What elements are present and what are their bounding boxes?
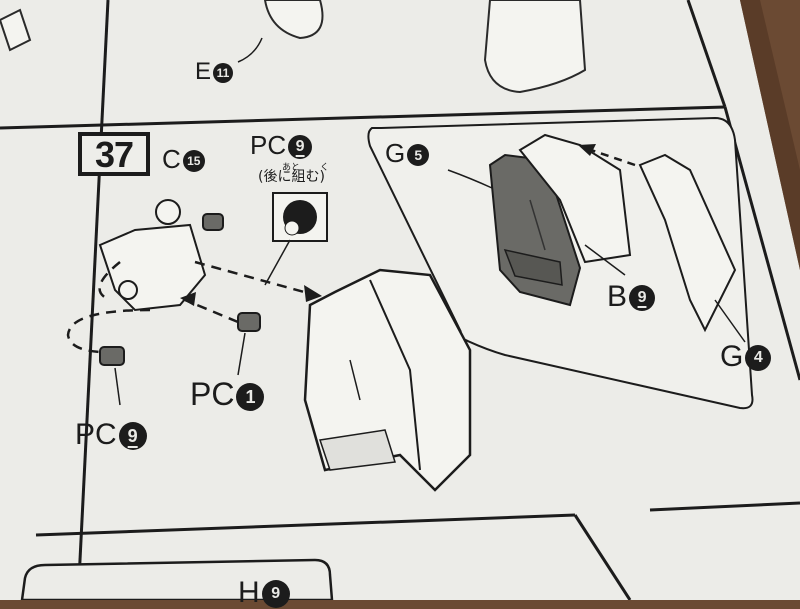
arrow-head-to-frame bbox=[180, 292, 196, 306]
ruby-ato: あと bbox=[282, 163, 301, 173]
leg-armor-split bbox=[369, 279, 421, 471]
leg-armor-line bbox=[349, 359, 361, 401]
assembly-guides bbox=[66, 260, 316, 354]
pc9-bottom-leader bbox=[114, 367, 121, 406]
arrow-head-to-armor bbox=[304, 285, 322, 302]
icon-leader bbox=[264, 239, 291, 286]
b9-leader bbox=[584, 244, 626, 276]
e11-leader bbox=[237, 37, 263, 63]
g4-leader bbox=[714, 299, 746, 343]
top-panel-parts bbox=[0, 0, 587, 94]
ball-joint bbox=[155, 199, 181, 225]
polycaps bbox=[99, 213, 261, 366]
frame-peg bbox=[118, 280, 138, 300]
g4-part bbox=[638, 153, 737, 333]
bottom-panel bbox=[20, 558, 334, 600]
b9-part bbox=[518, 133, 632, 264]
sheet-shadow bbox=[740, 0, 800, 270]
leg-armor-slot bbox=[319, 429, 396, 471]
g5-leader bbox=[447, 169, 493, 189]
assemble-later-note: (後に組む) bbox=[258, 169, 325, 185]
assemble-later-icon-highlight bbox=[284, 220, 300, 236]
leg-armor-part bbox=[303, 268, 472, 492]
pc1-leader bbox=[237, 332, 246, 376]
g4-to-b9-arrow bbox=[584, 146, 636, 167]
arrow-head bbox=[578, 144, 596, 156]
step-number: 37 bbox=[78, 132, 150, 176]
g5-part-detail bbox=[503, 248, 563, 286]
ruby-ku: く bbox=[320, 163, 330, 173]
g5-part-ridge bbox=[529, 199, 546, 251]
